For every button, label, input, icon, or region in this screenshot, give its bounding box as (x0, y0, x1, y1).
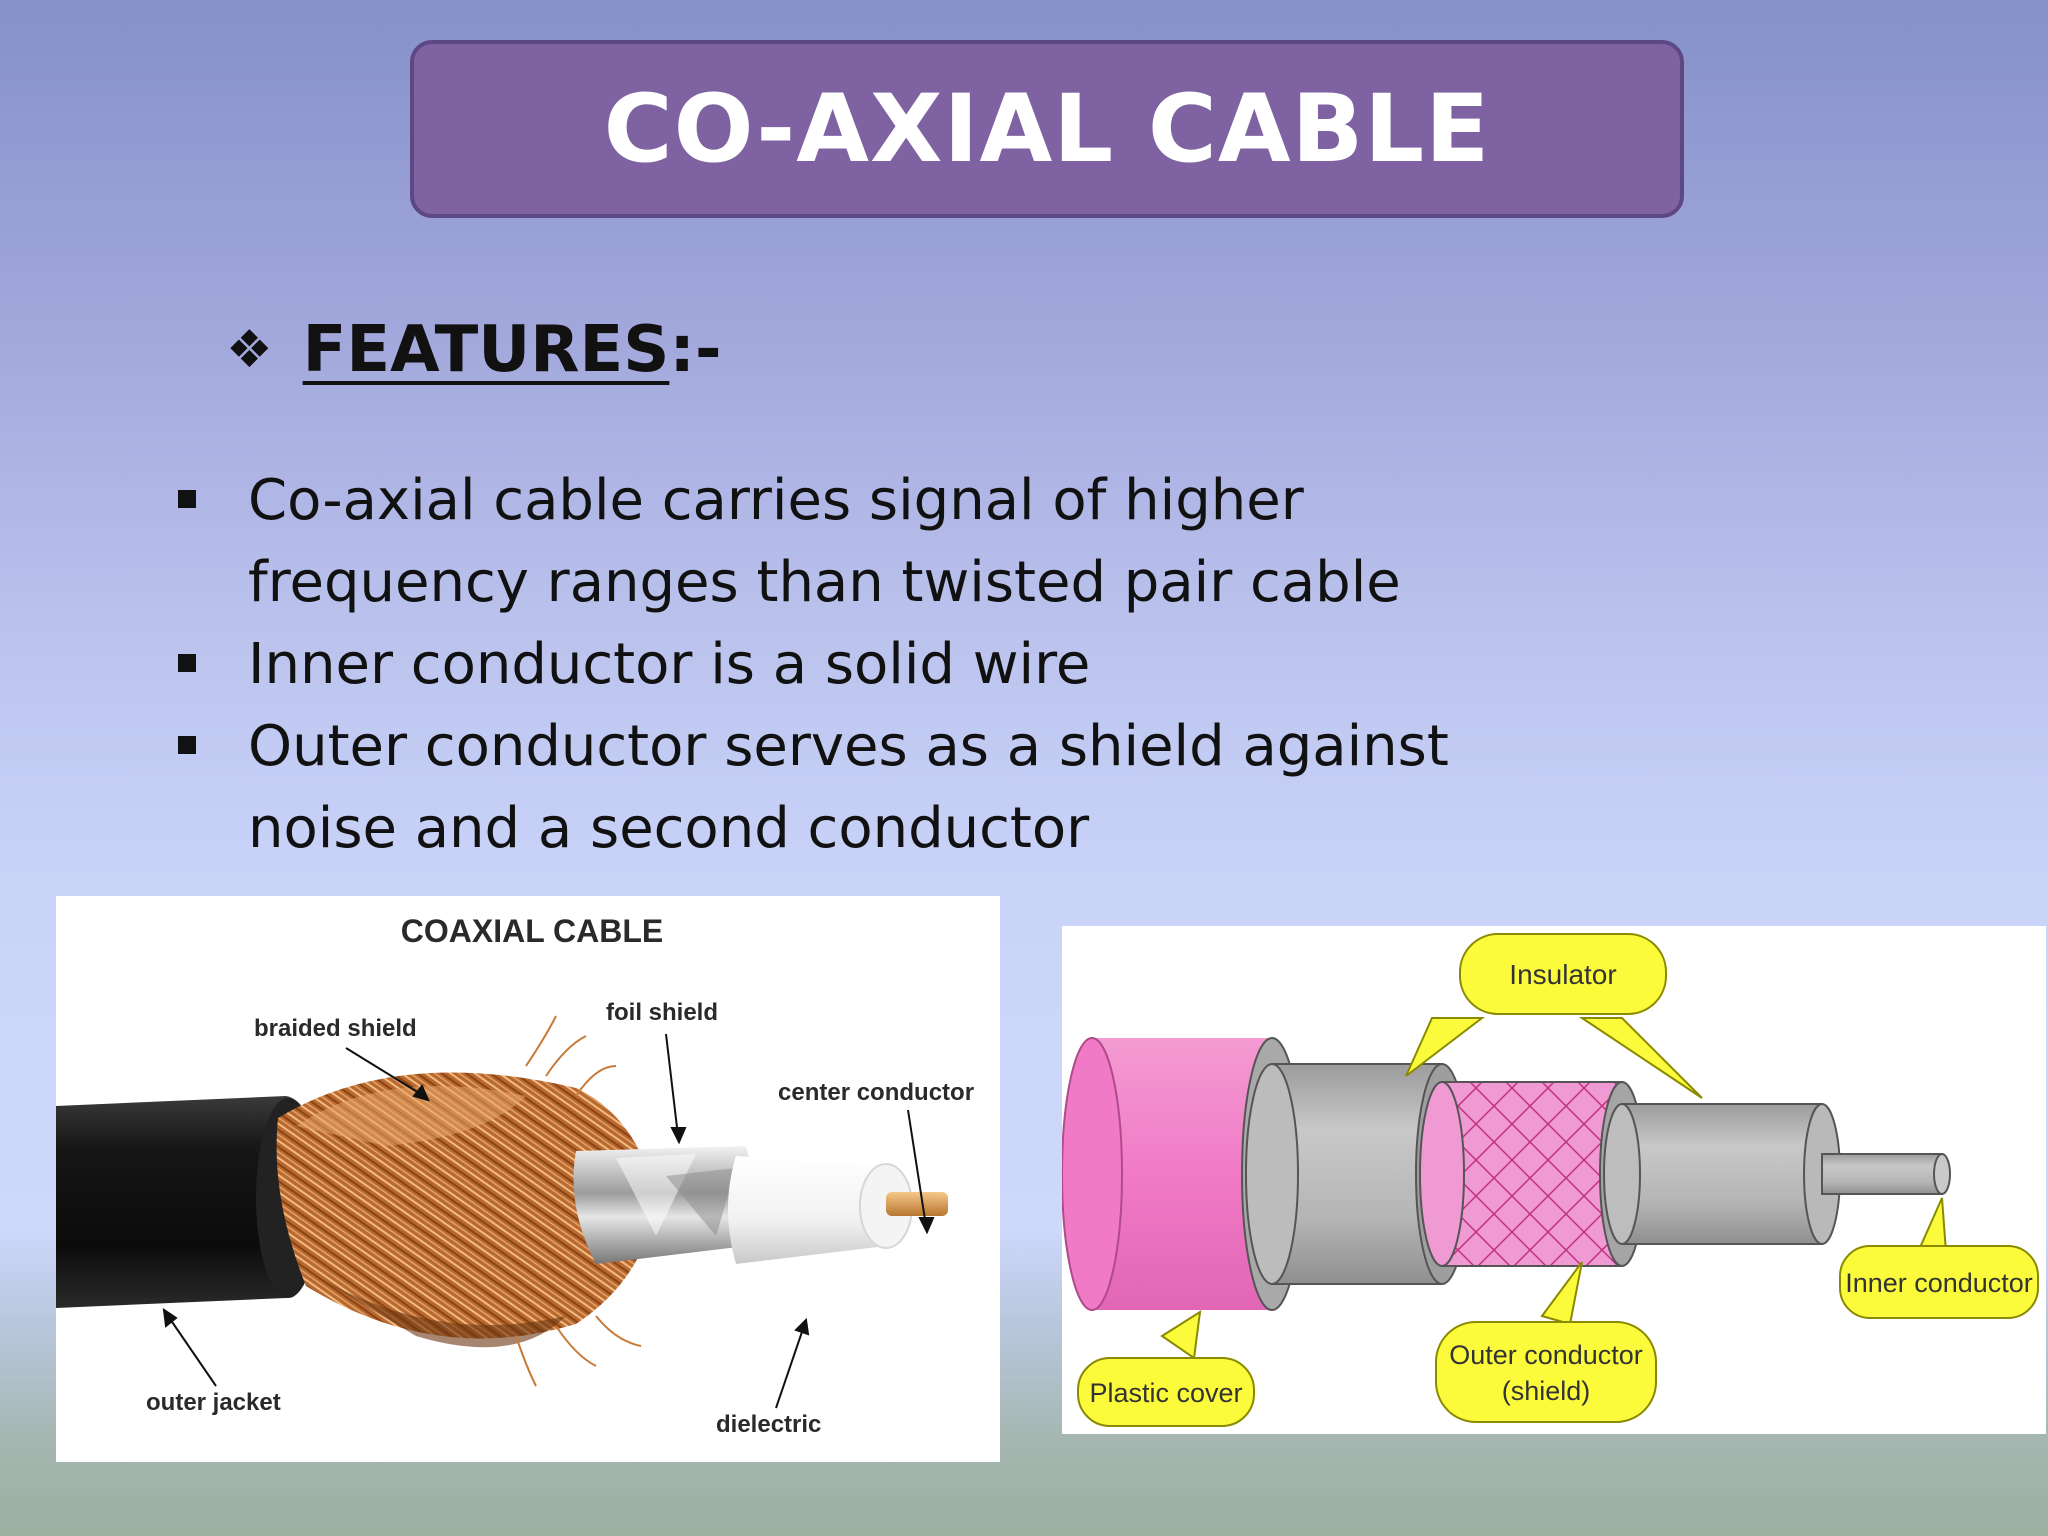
coaxial-photo-svg: COAXIAL CABLE braided shield foil shield… (56, 913, 974, 1438)
bullet-text: Co-axial cable carries signal of higher (248, 468, 1304, 533)
label-outer-conductor: Outer conductor (1449, 1340, 1643, 1370)
bullet-list: Co-axial cable carries signal of higher … (170, 460, 1470, 870)
square-bullet-icon (178, 654, 196, 672)
label-braided-shield: braided shield (254, 1015, 417, 1042)
coaxial-schematic-svg: Insulator Plastic cover Outer conductor … (1062, 933, 2039, 1427)
slide-title-box: CO-AXIAL CABLE (410, 40, 1684, 218)
label-insulator: Insulator (1509, 959, 1616, 990)
bullet-text: Inner conductor is a solid wire (248, 632, 1091, 697)
label-center-conductor: center conductor (778, 1079, 974, 1106)
bullet-text-continued: noise and a second conductor (248, 796, 1090, 861)
label-plastic-cover: Plastic cover (1089, 1378, 1242, 1408)
slide-title: CO-AXIAL CABLE (603, 74, 1491, 184)
features-heading: ❖ FEATURES :- (226, 310, 722, 390)
label-inner-conductor: Inner conductor (1845, 1268, 2033, 1298)
bullet-text-continued: frequency ranges than twisted pair cable (248, 550, 1401, 615)
label-foil-shield: foil shield (606, 999, 718, 1026)
label-outer-conductor-shield: (shield) (1502, 1376, 1591, 1406)
label-outer-jacket: outer jacket (146, 1389, 281, 1416)
square-bullet-icon (178, 490, 196, 508)
bullet-text: Outer conductor serves as a shield again… (248, 714, 1449, 779)
bullet-item: Outer conductor serves as a shield again… (170, 706, 1470, 870)
coaxial-schematic-diagram: Insulator Plastic cover Outer conductor … (1062, 926, 2046, 1434)
features-label: FEATURES (302, 313, 670, 387)
coaxial-photo-diagram: COAXIAL CABLE braided shield foil shield… (56, 896, 1000, 1462)
photo-title: COAXIAL CABLE (401, 913, 664, 949)
label-dielectric: dielectric (716, 1411, 821, 1438)
bullet-item: Co-axial cable carries signal of higher … (170, 460, 1470, 624)
diamond-bullet-icon: ❖ (226, 320, 273, 380)
features-suffix: :- (669, 313, 722, 387)
bullet-item: Inner conductor is a solid wire (170, 624, 1470, 706)
square-bullet-icon (178, 736, 196, 754)
